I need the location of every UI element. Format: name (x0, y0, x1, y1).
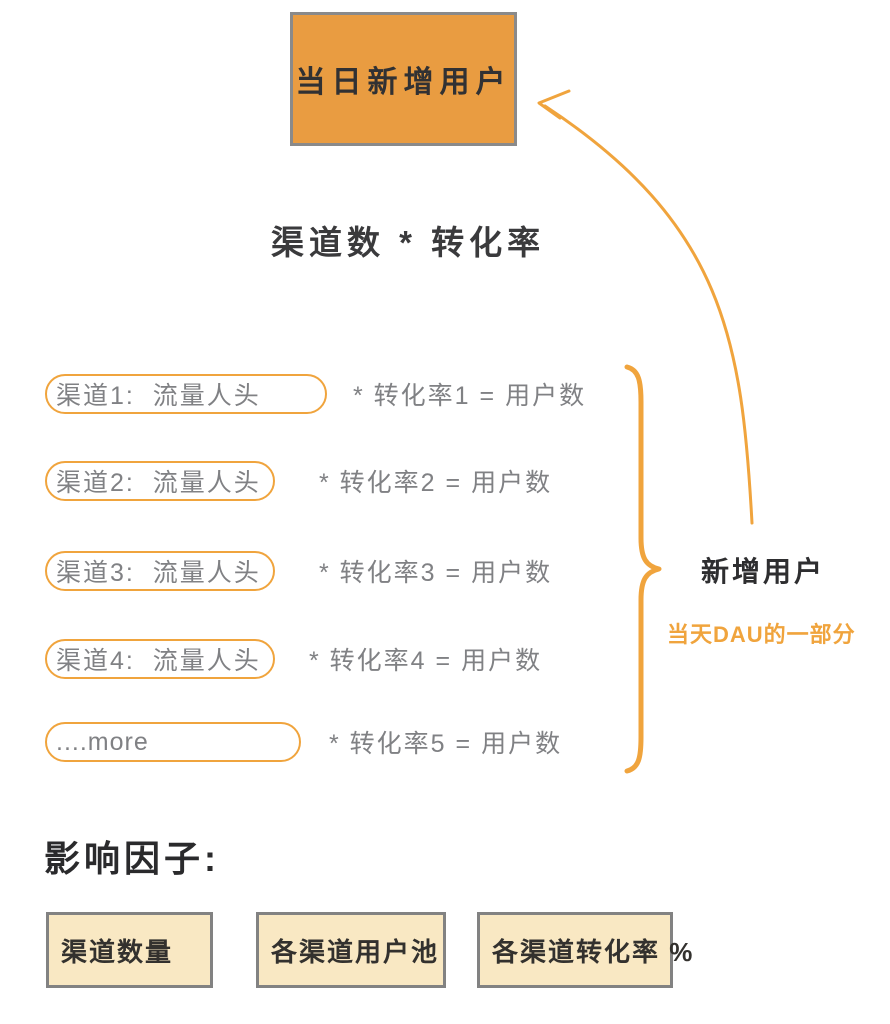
channel-row-2: 渠道2: 流量人头 * 转化率2 = 用户数 (45, 461, 552, 501)
channel-equation-3: * 转化率3 = 用户数 (319, 559, 553, 587)
channel-equation-5: * 转化率5 = 用户数 (329, 730, 563, 758)
channel-equation-2: * 转化率2 = 用户数 (319, 469, 553, 497)
channel-row-3: 渠道3: 流量人头 * 转化率3 = 用户数 (45, 551, 552, 591)
factor-box-channel-count: 渠道数量 (46, 912, 213, 988)
factors-heading: 影响因子: (44, 838, 220, 879)
channel-equation-4: * 转化率4 = 用户数 (309, 647, 543, 675)
brace-group-subtitle: 当天DAU的一部分 (667, 622, 856, 647)
brace-group-title: 新增用户 (701, 556, 826, 587)
channel-row-more: ....more * 转化率5 = 用户数 (45, 722, 562, 762)
arrow-to-result-curve (543, 104, 754, 525)
channel-pill-more: ....more (45, 722, 301, 762)
curly-brace-icon (624, 364, 662, 774)
arrowhead-icon (537, 89, 571, 120)
channel-row-1: 渠道1: 流量人头 * 转化率1 = 用户数 (45, 374, 586, 414)
result-box-new-users-today: 当日新增用户 (290, 12, 517, 146)
channel-pill-2: 渠道2: 流量人头 (45, 461, 275, 501)
factor-box-channel-conversion-rate: 各渠道转化率 % (477, 912, 692, 988)
factor-box-channel-user-pool: 各渠道用户池 (256, 912, 446, 988)
channel-pill-1: 渠道1: 流量人头 (45, 374, 327, 414)
channel-pill-3: 渠道3: 流量人头 (45, 551, 275, 591)
channel-pill-4: 渠道4: 流量人头 (45, 639, 275, 679)
channel-equation-1: * 转化率1 = 用户数 (353, 382, 587, 410)
formula-heading: 渠道数 * 转化率 (271, 224, 546, 261)
channel-row-4: 渠道4: 流量人头 * 转化率4 = 用户数 (45, 639, 542, 679)
